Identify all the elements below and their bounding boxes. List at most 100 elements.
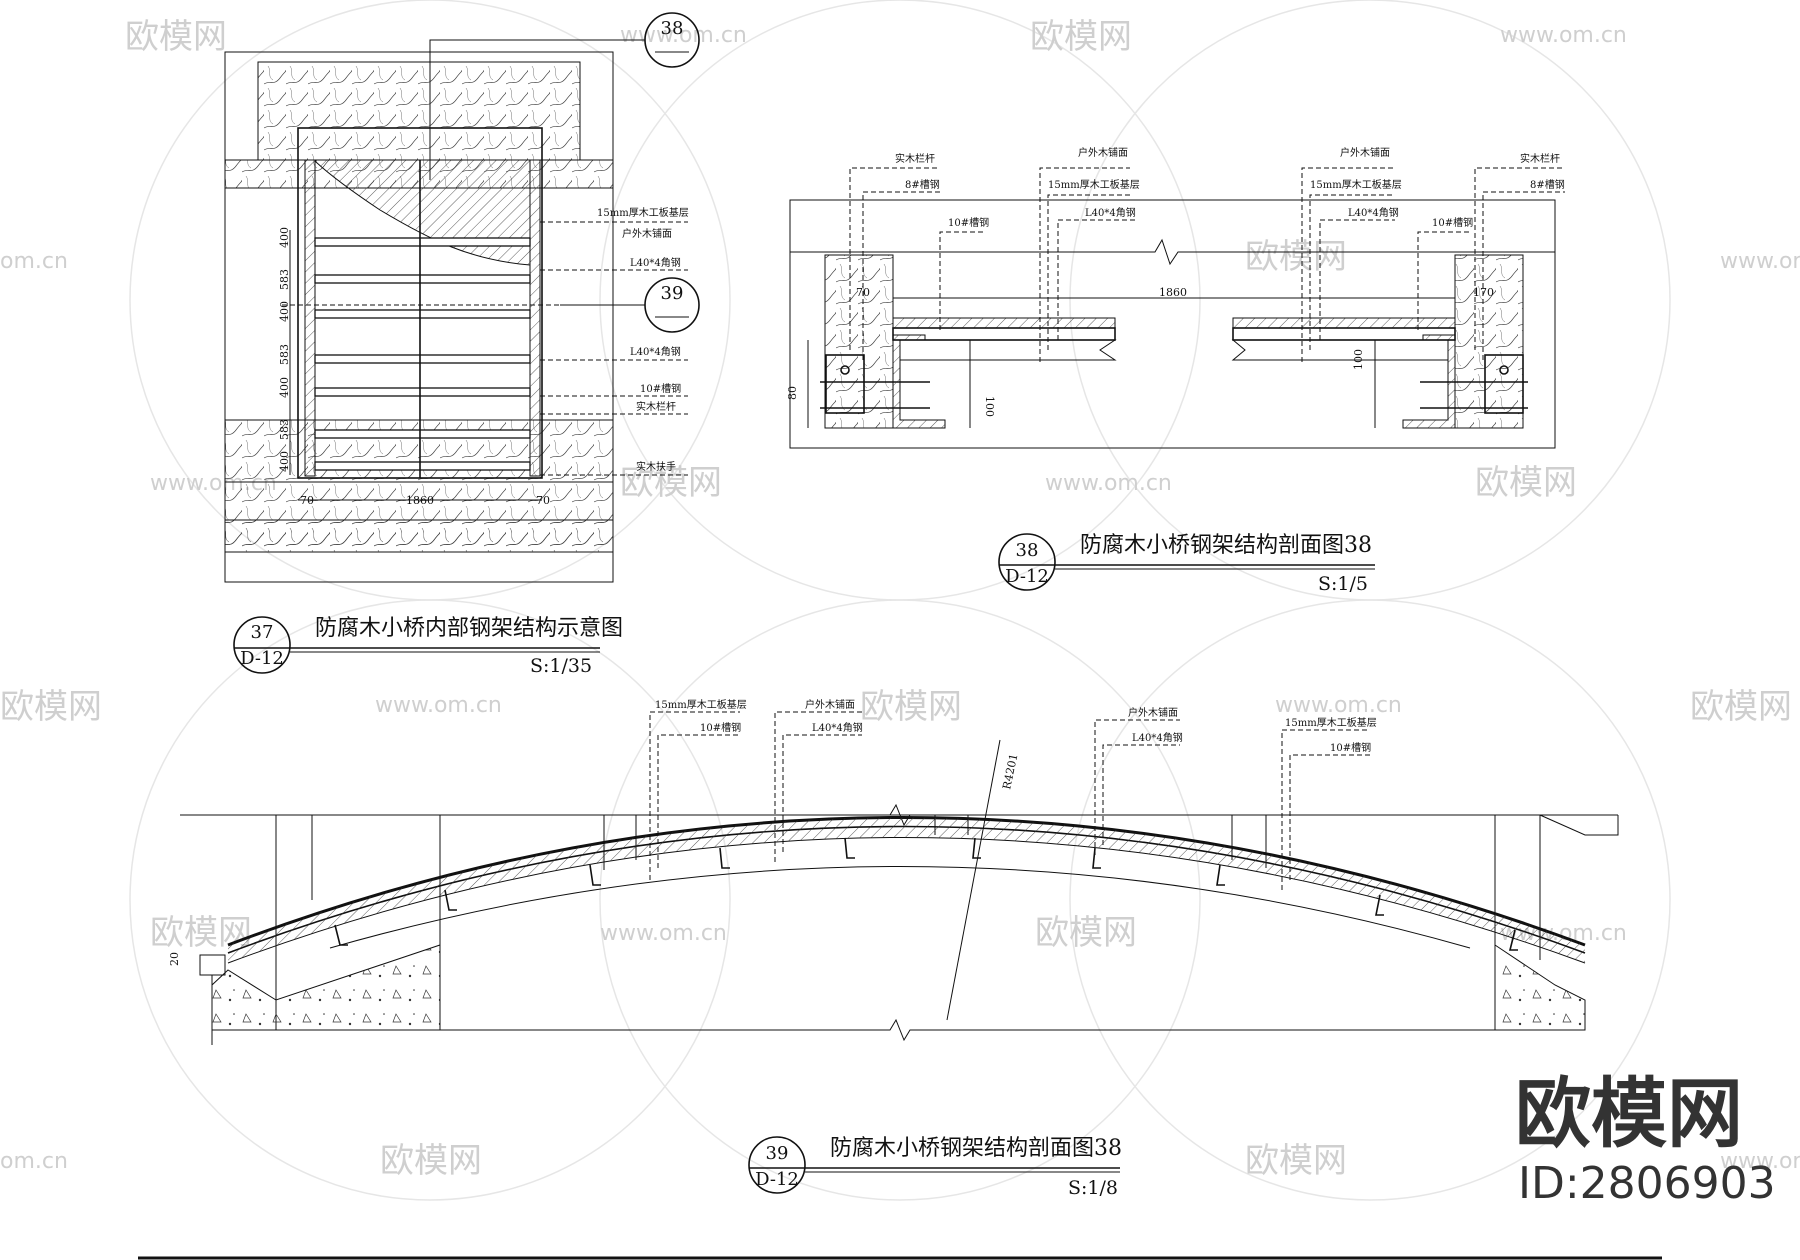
s39-label-ch-d: 10#槽钢 [1330,741,1371,754]
watermark-site: www.om.cn [1275,693,1402,718]
deck-right [1232,317,1456,329]
watermark-brand: 欧模网 [1245,237,1347,277]
post-left [824,254,894,429]
watermark-site-short: om.cn [0,1149,68,1174]
brand-mark: 欧模网 ID:2806903 [1515,1069,1776,1209]
abutment-right [1494,944,1586,1031]
dim-radius: R4201 [1000,752,1020,790]
plan-label-angle1: L40*4角钢 [630,256,681,269]
s38-label-deck-right: 户外木铺面 [1340,146,1390,159]
ref-38-sheet: D-12 [1005,566,1049,587]
s38-label-ch10-right: 10#槽钢 [1432,216,1473,229]
s38-label-ch8-left: 8#槽钢 [905,178,940,191]
dim-s3: 400 [278,301,291,322]
drawing-39-scale: S:1/8 [1068,1177,1118,1199]
drawing-37-plan: 38 39 400 583 400 583 400 583 400 1860 7… [224,12,700,677]
side-beam-right [529,159,541,477]
s38-label-ch10-left: 10#槽钢 [948,216,989,229]
watermark-site: www.om.cn [1720,249,1800,274]
ref-39-sheet: D-12 [755,1169,799,1190]
dim-step: 20 [168,952,181,966]
watermark-site: www.om.cn [1720,1149,1800,1174]
drawing-38-section: 1860 70 170 80 100 100 实木栏杆 8#槽钢 10#槽钢 户… [786,146,1565,595]
s39-label-ply-d: 15mm厚木工板基层 [1285,716,1377,729]
s39-label-angle-b: L40*4角钢 [812,721,863,734]
channel-left [892,334,946,429]
s38-label-ply-right: 15mm厚木工板基层 [1310,178,1402,191]
watermark-site: www.om.cn [600,921,727,946]
top-bank [257,61,581,161]
arch-channel-ribs [334,837,1518,951]
dim-s5: 400 [278,377,291,398]
callout-39-circle [644,277,700,333]
drawing-39-title: 防腐木小桥钢架结构剖面图38 [830,1136,1122,1161]
watermark-brand: 欧模网 [1035,913,1137,953]
plan-label-channel: 10#槽钢 [640,382,681,395]
dim-end-left: 70 [300,494,314,507]
s39-label-deck-c: 户外木铺面 [1128,706,1178,719]
ref-37-sheet: D-12 [240,648,284,669]
arch-lower-flange [329,866,1471,949]
plan-label-leaders [540,221,688,476]
callout-38-leader [429,39,645,180]
callout-38-circle [644,12,700,68]
radius-leader [946,739,1001,1021]
watermark-brand: 欧模网 [1475,463,1577,503]
watermark-brand: 欧模网 [1690,687,1792,727]
s38-label-ch8-right: 8#槽钢 [1530,178,1565,191]
drawing-39-arch-section: 20 R4201 15mm厚木工板基层 10 [168,698,1619,1199]
s38-label-ply-left: 15mm厚木工板基层 [1048,178,1140,191]
abutment-left [211,944,441,1031]
watermark-brand: 欧模网 [125,17,227,57]
watermark-brand: 欧模网 [1245,1141,1347,1181]
ref-39-circle [748,1136,806,1194]
dim-s4: 583 [278,344,291,365]
watermark-brand: 欧模网 [860,687,962,727]
ref-37-number: 37 [251,622,274,643]
drawing-38-title: 防腐木小桥钢架结构剖面图38 [1080,533,1372,558]
watermark-site: www.om.cn [375,693,502,718]
ref-38-number: 38 [1016,540,1039,561]
dim-s7: 400 [278,451,291,472]
bolt-plate-left [825,354,865,414]
s39-label-ch-a: 10#槽钢 [700,721,741,734]
section-38-topline [790,238,1555,266]
dim-end-right: 70 [536,494,550,507]
watermark-site: www.om.cn [620,23,747,48]
side-beam-left [304,159,316,477]
bolt-plate-right [1484,354,1524,414]
callout-39-number: 39 [661,283,684,304]
s39-label-ply-a: 15mm厚木工板基层 [655,698,747,711]
s38-label-deck-left: 户外木铺面 [1078,146,1128,159]
drawing-38-scale: S:1/5 [1318,573,1368,595]
s39-label-angle-c: L40*4角钢 [1132,731,1183,744]
bottom-bank-edge [224,519,614,553]
s38-label-post-right: 实木栏杆 [1520,152,1560,165]
s38-label-post-left: 实木栏杆 [895,152,935,165]
s38-label-angle-right: L40*4角钢 [1348,206,1399,219]
watermark-brand: 欧模网 [0,687,102,727]
plan-label-post: 实木栏杆 [636,400,676,413]
watermark-brand: 欧模网 [1030,17,1132,57]
dim-height: 80 [786,386,799,400]
dim-channel-right: 100 [1352,349,1365,370]
arch-base-line [212,1018,1505,1042]
dim-s6: 583 [278,419,291,440]
plan-label-deck: 户外木铺面 [622,227,672,240]
watermark-brand: 欧模网 [620,463,722,503]
brand-id: ID:2806903 [1518,1158,1776,1209]
dim-s1: 400 [278,227,291,248]
arch-label-leaders [649,711,1370,890]
brand-name: 欧模网 [1515,1069,1743,1158]
channel-right [1402,334,1456,429]
section-38-frame [789,199,1556,449]
dim-width: 1860 [406,494,434,507]
dim-channel-left: 100 [983,396,996,417]
ref-38-circle [998,533,1056,591]
plan-label-handrail: 实木扶手 [636,460,676,473]
callout-38-number: 38 [661,18,684,39]
deck-cutaway [315,159,531,266]
plan-label-angle2: L40*4角钢 [630,345,681,358]
cross-members [314,237,531,471]
